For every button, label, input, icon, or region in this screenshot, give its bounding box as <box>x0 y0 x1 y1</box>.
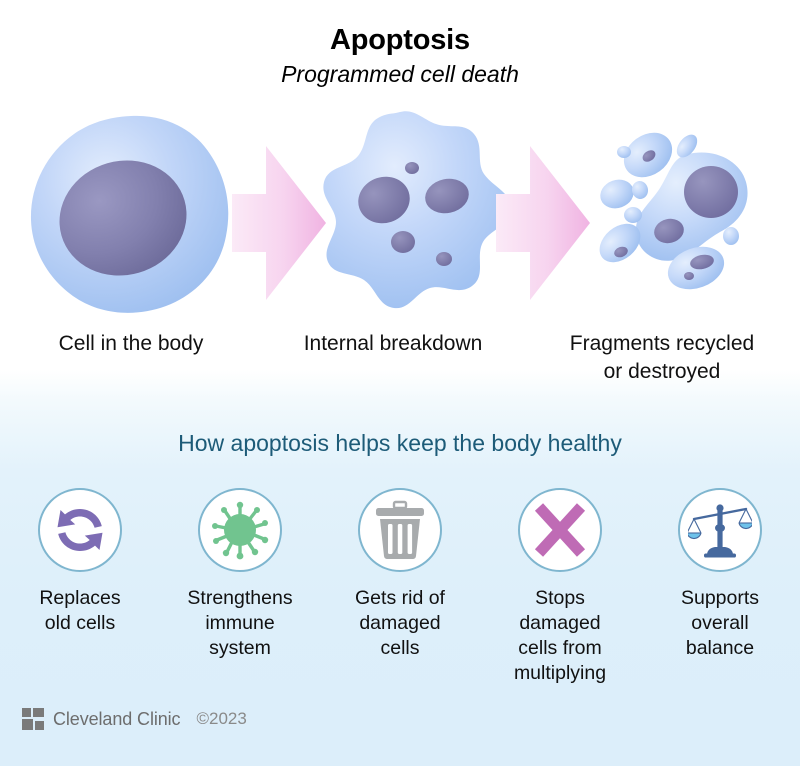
icon-circle <box>38 488 122 572</box>
brand-name: Cleveland Clinic <box>53 708 181 729</box>
stage-art-intact-cell <box>30 115 229 313</box>
footer: Cleveland Clinic ©2023 <box>22 708 247 730</box>
benefit-label: Supports overall balance <box>680 587 760 659</box>
page-subtitle: Programmed cell death <box>281 61 519 87</box>
germ-icon <box>212 501 269 560</box>
icon-circle <box>198 488 282 572</box>
page-title: Apoptosis <box>330 24 470 56</box>
benefit-item-stops-damaged-cells-multiplying: Stops damaged cells from multiplying <box>480 488 640 686</box>
icon-circle <box>518 488 602 572</box>
stage-art-apoptotic-bodies <box>599 132 748 290</box>
benefit-label: Replaces old cells <box>39 587 121 634</box>
benefit-item-gets-rid-of-damaged-cells: Gets rid of damaged cells <box>320 488 480 686</box>
benefit-item-supports-overall-balance: Supports overall balance <box>640 488 800 686</box>
stage-caption-1: Cell in the body <box>58 332 204 355</box>
icon-circle <box>678 488 762 572</box>
stage-caption-row: Cell in the body Internal breakdown Frag… <box>0 330 800 386</box>
balance-scale-icon <box>688 504 752 558</box>
stage-caption-3: Fragments recycled or destroyed <box>569 332 755 383</box>
benefit-label: Stops damaged cells from multiplying <box>513 587 607 684</box>
x-mark-icon <box>534 503 586 557</box>
stage-arrow-1 <box>232 146 326 300</box>
stage-illustration-row <box>0 104 800 324</box>
trash-can-icon <box>376 500 424 559</box>
header-block: Apoptosis Programmed cell death <box>0 22 800 89</box>
benefits-row: Replaces old cells <box>0 488 800 686</box>
stage-art-fragmenting-cell <box>323 111 511 309</box>
benefit-item-replaces-old-cells: Replaces old cells <box>0 488 160 686</box>
cleveland-clinic-logo-icon <box>22 708 44 730</box>
benefits-heading: How apoptosis helps keep the body health… <box>178 430 622 456</box>
recycle-arrows-icon <box>57 509 103 551</box>
stage-arrow-2 <box>496 146 590 300</box>
stage-caption-2: Internal breakdown <box>303 332 483 355</box>
benefit-item-strengthens-immune-system: Strengthens immune system <box>160 488 320 686</box>
benefit-label: Strengthens immune system <box>187 587 293 659</box>
copyright-text: ©2023 <box>196 709 247 728</box>
icon-circle <box>358 488 442 572</box>
benefit-label: Gets rid of damaged cells <box>355 587 445 659</box>
